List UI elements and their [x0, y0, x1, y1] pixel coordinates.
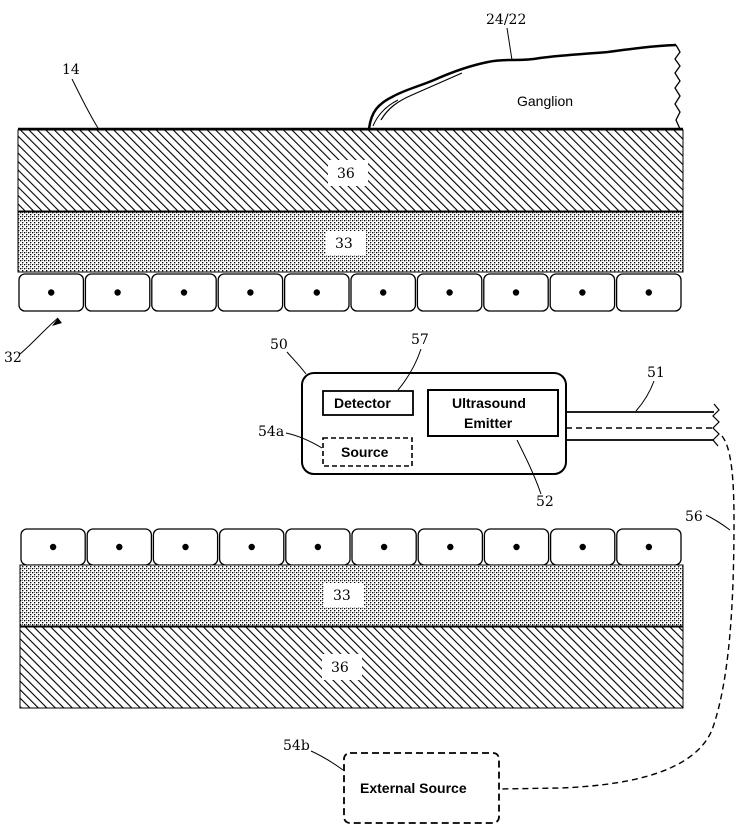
- cell-nucleus: [247, 289, 253, 295]
- emitter-label-line1: Ultrasound: [452, 395, 526, 411]
- cell-nucleus: [315, 544, 321, 550]
- cell-nucleus: [447, 544, 453, 550]
- cell-nucleus: [646, 544, 652, 550]
- cable-ref: 51: [647, 365, 665, 381]
- layer-36-bottom-label: 36: [331, 660, 349, 676]
- layer-33-bottom-label: 33: [333, 588, 351, 604]
- cell-nucleus: [580, 544, 586, 550]
- emitter-label-line2: Emitter: [464, 415, 513, 431]
- cell-nucleus: [181, 289, 187, 295]
- cell-row-bottom: [21, 529, 681, 565]
- cell-nucleus: [579, 289, 585, 295]
- surface-ref: 14: [62, 62, 80, 78]
- cell-nucleus: [381, 544, 387, 550]
- emitter-ref: 52: [536, 494, 554, 510]
- cell-nucleus: [249, 544, 255, 550]
- cell-nucleus: [314, 289, 320, 295]
- cable-torn-edge: [713, 404, 719, 446]
- ganglion-outline: [369, 45, 676, 129]
- cell-row-top: [19, 274, 681, 311]
- cell-nucleus: [116, 544, 122, 550]
- source-label: Source: [341, 444, 389, 460]
- detector-ref: 57: [411, 332, 429, 348]
- cell-nucleus: [380, 289, 386, 295]
- detector-label: Detector: [334, 395, 391, 411]
- cell-nucleus: [114, 289, 120, 295]
- cell-nucleus: [50, 544, 56, 550]
- ganglion-label: Ganglion: [517, 93, 573, 109]
- layer-33-top-label: 33: [335, 236, 353, 252]
- layer-36-top-label: 36: [337, 166, 355, 182]
- cell-nucleus: [513, 544, 519, 550]
- external-source-ref: 54b: [283, 738, 310, 754]
- cell-nucleus: [446, 289, 452, 295]
- ganglion-torn-edge: [675, 45, 680, 129]
- cells-ref: 32: [4, 350, 22, 366]
- cell-nucleus: [646, 289, 652, 295]
- cell-nucleus: [513, 289, 519, 295]
- cell-nucleus: [182, 544, 188, 550]
- external-source-label: External Source: [360, 780, 467, 796]
- device-ref: 50: [270, 337, 288, 353]
- source-ref: 54a: [258, 424, 284, 440]
- cell-nucleus: [48, 289, 54, 295]
- wire-ref: 56: [685, 509, 703, 525]
- ganglion-ref: 24/22: [486, 12, 526, 28]
